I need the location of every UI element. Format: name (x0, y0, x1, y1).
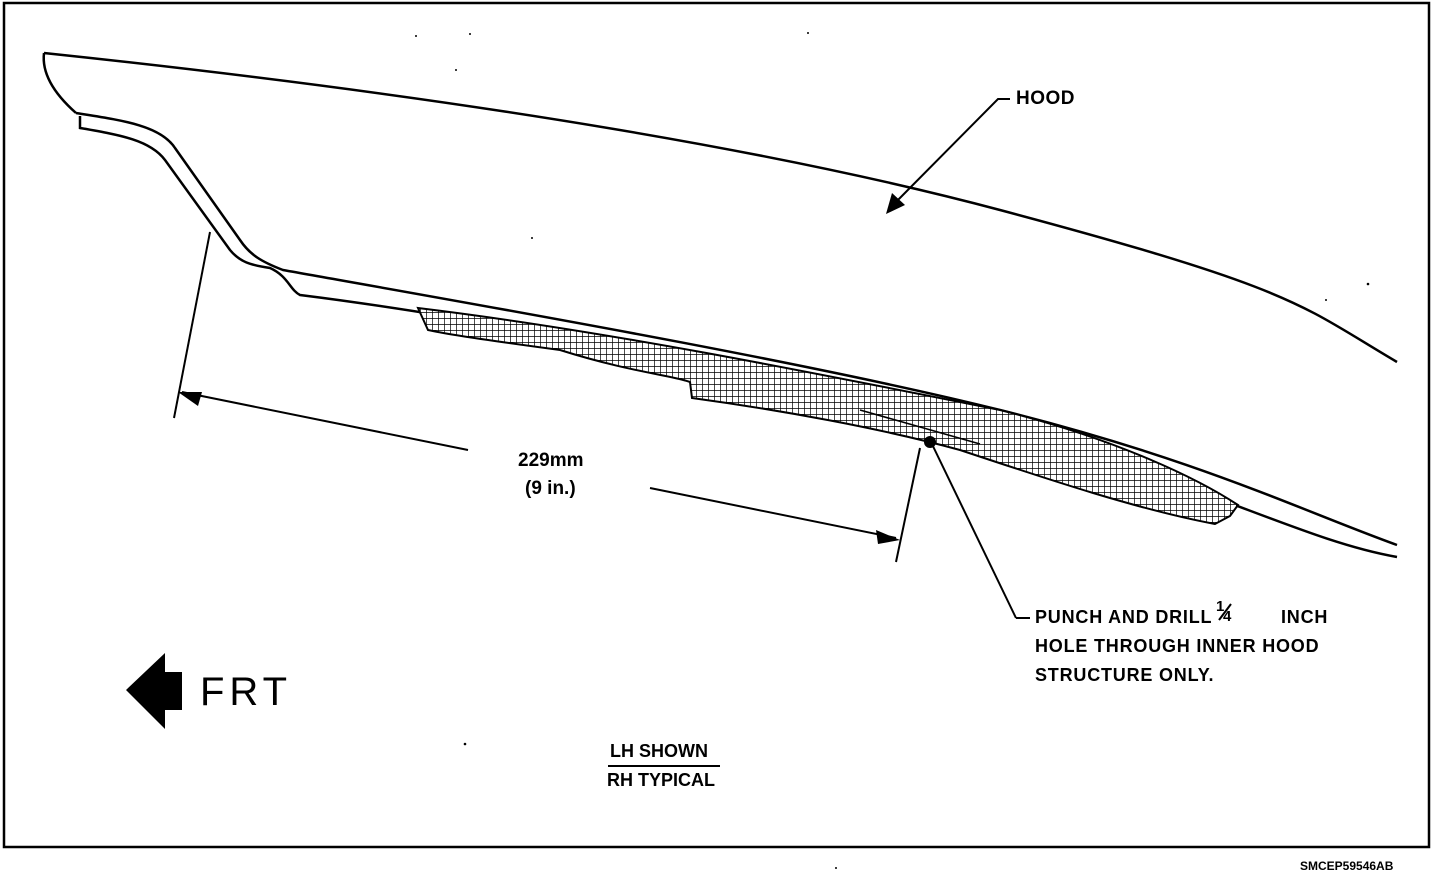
drill-point-marker (924, 436, 936, 448)
hood-front-edge (42, 52, 77, 114)
scan-specks (415, 32, 1370, 869)
drawing-border (2, 1, 1431, 849)
fraction-denominator: 4 (1223, 608, 1232, 625)
note-fraction: 1 4 (1213, 598, 1239, 625)
note-line-1: PUNCH AND DRILL (1035, 607, 1213, 627)
dimension-line-left (181, 391, 469, 451)
hood-leader-arrowhead (886, 193, 905, 214)
inner-hood-structure (416, 306, 1240, 526)
note-line-1-unit: INCH (1281, 607, 1329, 627)
arrow-left-icon (126, 653, 182, 729)
dimension-line-right (649, 487, 897, 539)
front-label: FRT (200, 670, 293, 714)
dimension-metric: 229mm (518, 450, 584, 471)
dimension-arrow-left-icon (178, 392, 202, 406)
drill-leader-line (929, 439, 1017, 619)
figure-code: SMCEP59546AB (1300, 859, 1394, 873)
note-line-3: STRUCTURE ONLY. (1035, 665, 1215, 685)
dimension-imperial: (9 in.) (525, 478, 576, 499)
hood-leader-line (892, 98, 1010, 206)
hood-label: HOOD (1016, 88, 1075, 109)
hood-outer-skin (43, 51, 1398, 364)
drill-centerline (859, 409, 981, 445)
view-note-shown: LH SHOWN (610, 741, 708, 761)
note-line-2: HOLE THROUGH INNER HOOD (1035, 636, 1320, 656)
view-note-typical: RH TYPICAL (607, 770, 715, 790)
dimension-extension-right (895, 447, 921, 563)
dimension-arrow-right-icon (876, 530, 900, 544)
dimension-extension-left (173, 231, 211, 419)
fraction-slash (1218, 603, 1232, 621)
hood-inner-flange-upper (75, 111, 1398, 547)
fraction-numerator: 1 (1216, 598, 1225, 615)
